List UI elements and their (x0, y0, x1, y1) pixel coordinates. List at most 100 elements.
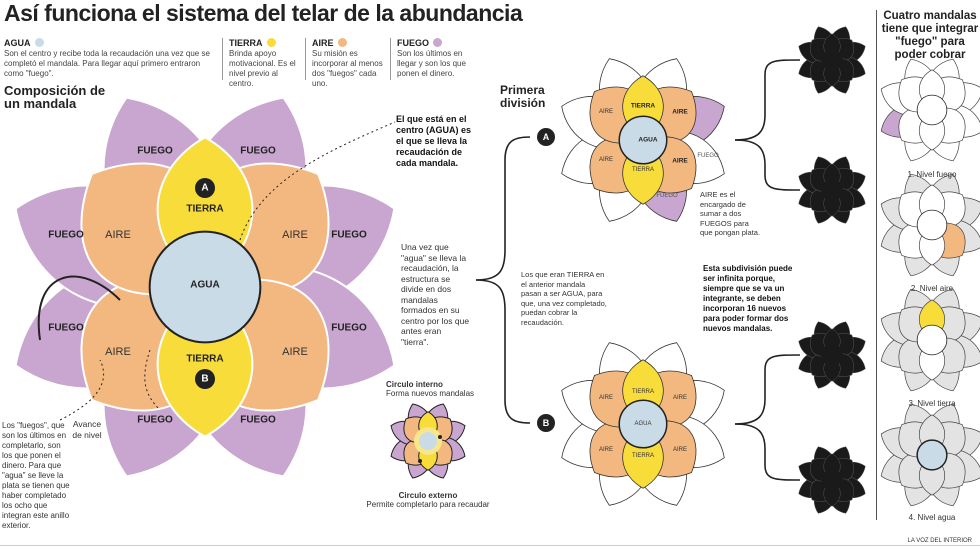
level-2-label: 2. Nivel aire (910, 284, 954, 293)
small-aire-label: AIRE (598, 157, 614, 163)
bracket-line (734, 423, 801, 481)
small-aire-label: AIRE (672, 395, 688, 401)
level-mandala (880, 288, 980, 392)
inner-circle (419, 432, 437, 450)
bracket-line (734, 354, 801, 425)
marker-a-small: A (542, 132, 550, 142)
agua-circle (916, 439, 948, 471)
small-tierra-label: TIERRA (631, 453, 655, 459)
bracket-line (475, 136, 531, 281)
marker-b-small-circle (537, 414, 555, 432)
small-fuego-label: FUEGO (697, 153, 719, 159)
marker-a: A (201, 182, 209, 194)
agua-circle (916, 94, 948, 126)
point (438, 435, 442, 439)
black-mandala (798, 321, 866, 389)
agua-color-dot (34, 38, 44, 47)
small-tierra-label: TIERRA (631, 389, 655, 395)
fuego-petal-outline (37, 275, 121, 341)
tierra-note: Los que eran TIERRA en el anterior manda… (521, 270, 607, 327)
aire-label: AIRE (105, 229, 131, 241)
tierra-label-bottom: TIERRA (186, 353, 224, 365)
fuego-label: FUEGO (137, 414, 173, 426)
mandala-b (561, 342, 725, 506)
fuego-label: FUEGO (240, 145, 276, 157)
marker-a-small-circle (537, 128, 555, 146)
agua-circle (821, 49, 843, 71)
fuego-color-dot (433, 38, 443, 47)
level-mandala (880, 173, 980, 277)
levels-title: Cuatro mandalas tiene que integrar "fueg… (881, 10, 979, 61)
infinite-note: Esta subdivisión puede ser infinita porq… (703, 264, 793, 333)
main-mandala (14, 96, 396, 478)
marker-b-circle (195, 369, 215, 389)
circles-mandala (390, 403, 466, 479)
agua-circle (821, 469, 843, 491)
marker-b: B (201, 373, 209, 385)
marker-a-circle (195, 178, 215, 198)
bracket-line (734, 59, 801, 141)
aire-label: AIRE (282, 229, 308, 241)
agua-circle (618, 115, 668, 165)
tierra-color-dot (266, 38, 276, 47)
small-agua-label: AGUA (638, 136, 658, 144)
aire-label: AIRE (282, 346, 308, 358)
fuego-label: FUEGO (137, 145, 173, 157)
mandala-a (561, 58, 725, 222)
level-mandala (880, 403, 980, 507)
credit: LA VOZ DEL INTERIOR (907, 538, 972, 544)
marker-b-small: B (542, 418, 550, 428)
black-mandala (798, 26, 866, 94)
small-aire-label: AIRE (672, 447, 688, 453)
small-fuego-label: FUEGO (656, 193, 678, 199)
aire-color-dot (337, 38, 347, 47)
level-4-label: 4. Nivel agua (908, 513, 956, 522)
advance-arrow (144, 349, 161, 411)
small-aire-label: AIRE (598, 395, 614, 401)
agua-circle (821, 344, 843, 366)
bracket-line (734, 139, 801, 191)
split-note: Una vez que "agua" se lleva la recaudaci… (401, 242, 470, 347)
fuego-label: FUEGO (240, 414, 276, 426)
level-3-label: 3. Nivel tierra (908, 399, 956, 408)
agua-circle (916, 324, 948, 356)
agua-label: AGUA (190, 279, 220, 291)
black-mandala (798, 156, 866, 224)
bracket-line (475, 279, 531, 424)
aire-label: AIRE (105, 346, 131, 358)
fuego-label: FUEGO (331, 229, 367, 241)
aire-note: AIRE es el encargado de sumar a dos FUEG… (700, 190, 761, 237)
tierra-label-top: TIERRA (186, 203, 224, 215)
small-aire-label: AIRE (598, 447, 614, 453)
level-1-label: 1. Nivel fuego (907, 170, 957, 179)
composition-title: Composición de un mandala (4, 83, 106, 111)
page-title: Así funciona el sistema del telar de la … (4, 0, 523, 26)
small-aire-label: AIRE (672, 157, 688, 165)
small-agua-label: AGUA (634, 421, 652, 427)
fuego-label: FUEGO (48, 229, 84, 241)
fuegos-note: Los "fuegos", que son los últimos en com… (2, 421, 70, 530)
small-tierra-label: TIERRA (630, 102, 656, 110)
center-note: El que está en el centro (AGUA) es el qu… (396, 114, 472, 168)
agua-circle (618, 399, 668, 449)
small-tierra-label: TIERRA (631, 167, 655, 173)
fuego-label: FUEGO (48, 322, 84, 334)
division-title: Primera división (500, 83, 546, 110)
agua-circle (916, 209, 948, 241)
agua-circle (148, 230, 262, 344)
small-aire-label: AIRE (598, 109, 614, 115)
level-mandala (880, 58, 980, 162)
agua-circle (821, 179, 843, 201)
point (418, 459, 422, 463)
small-aire-label: AIRE (672, 108, 688, 116)
advance-label: Avance de nivel (72, 419, 102, 440)
black-mandala (798, 446, 866, 514)
